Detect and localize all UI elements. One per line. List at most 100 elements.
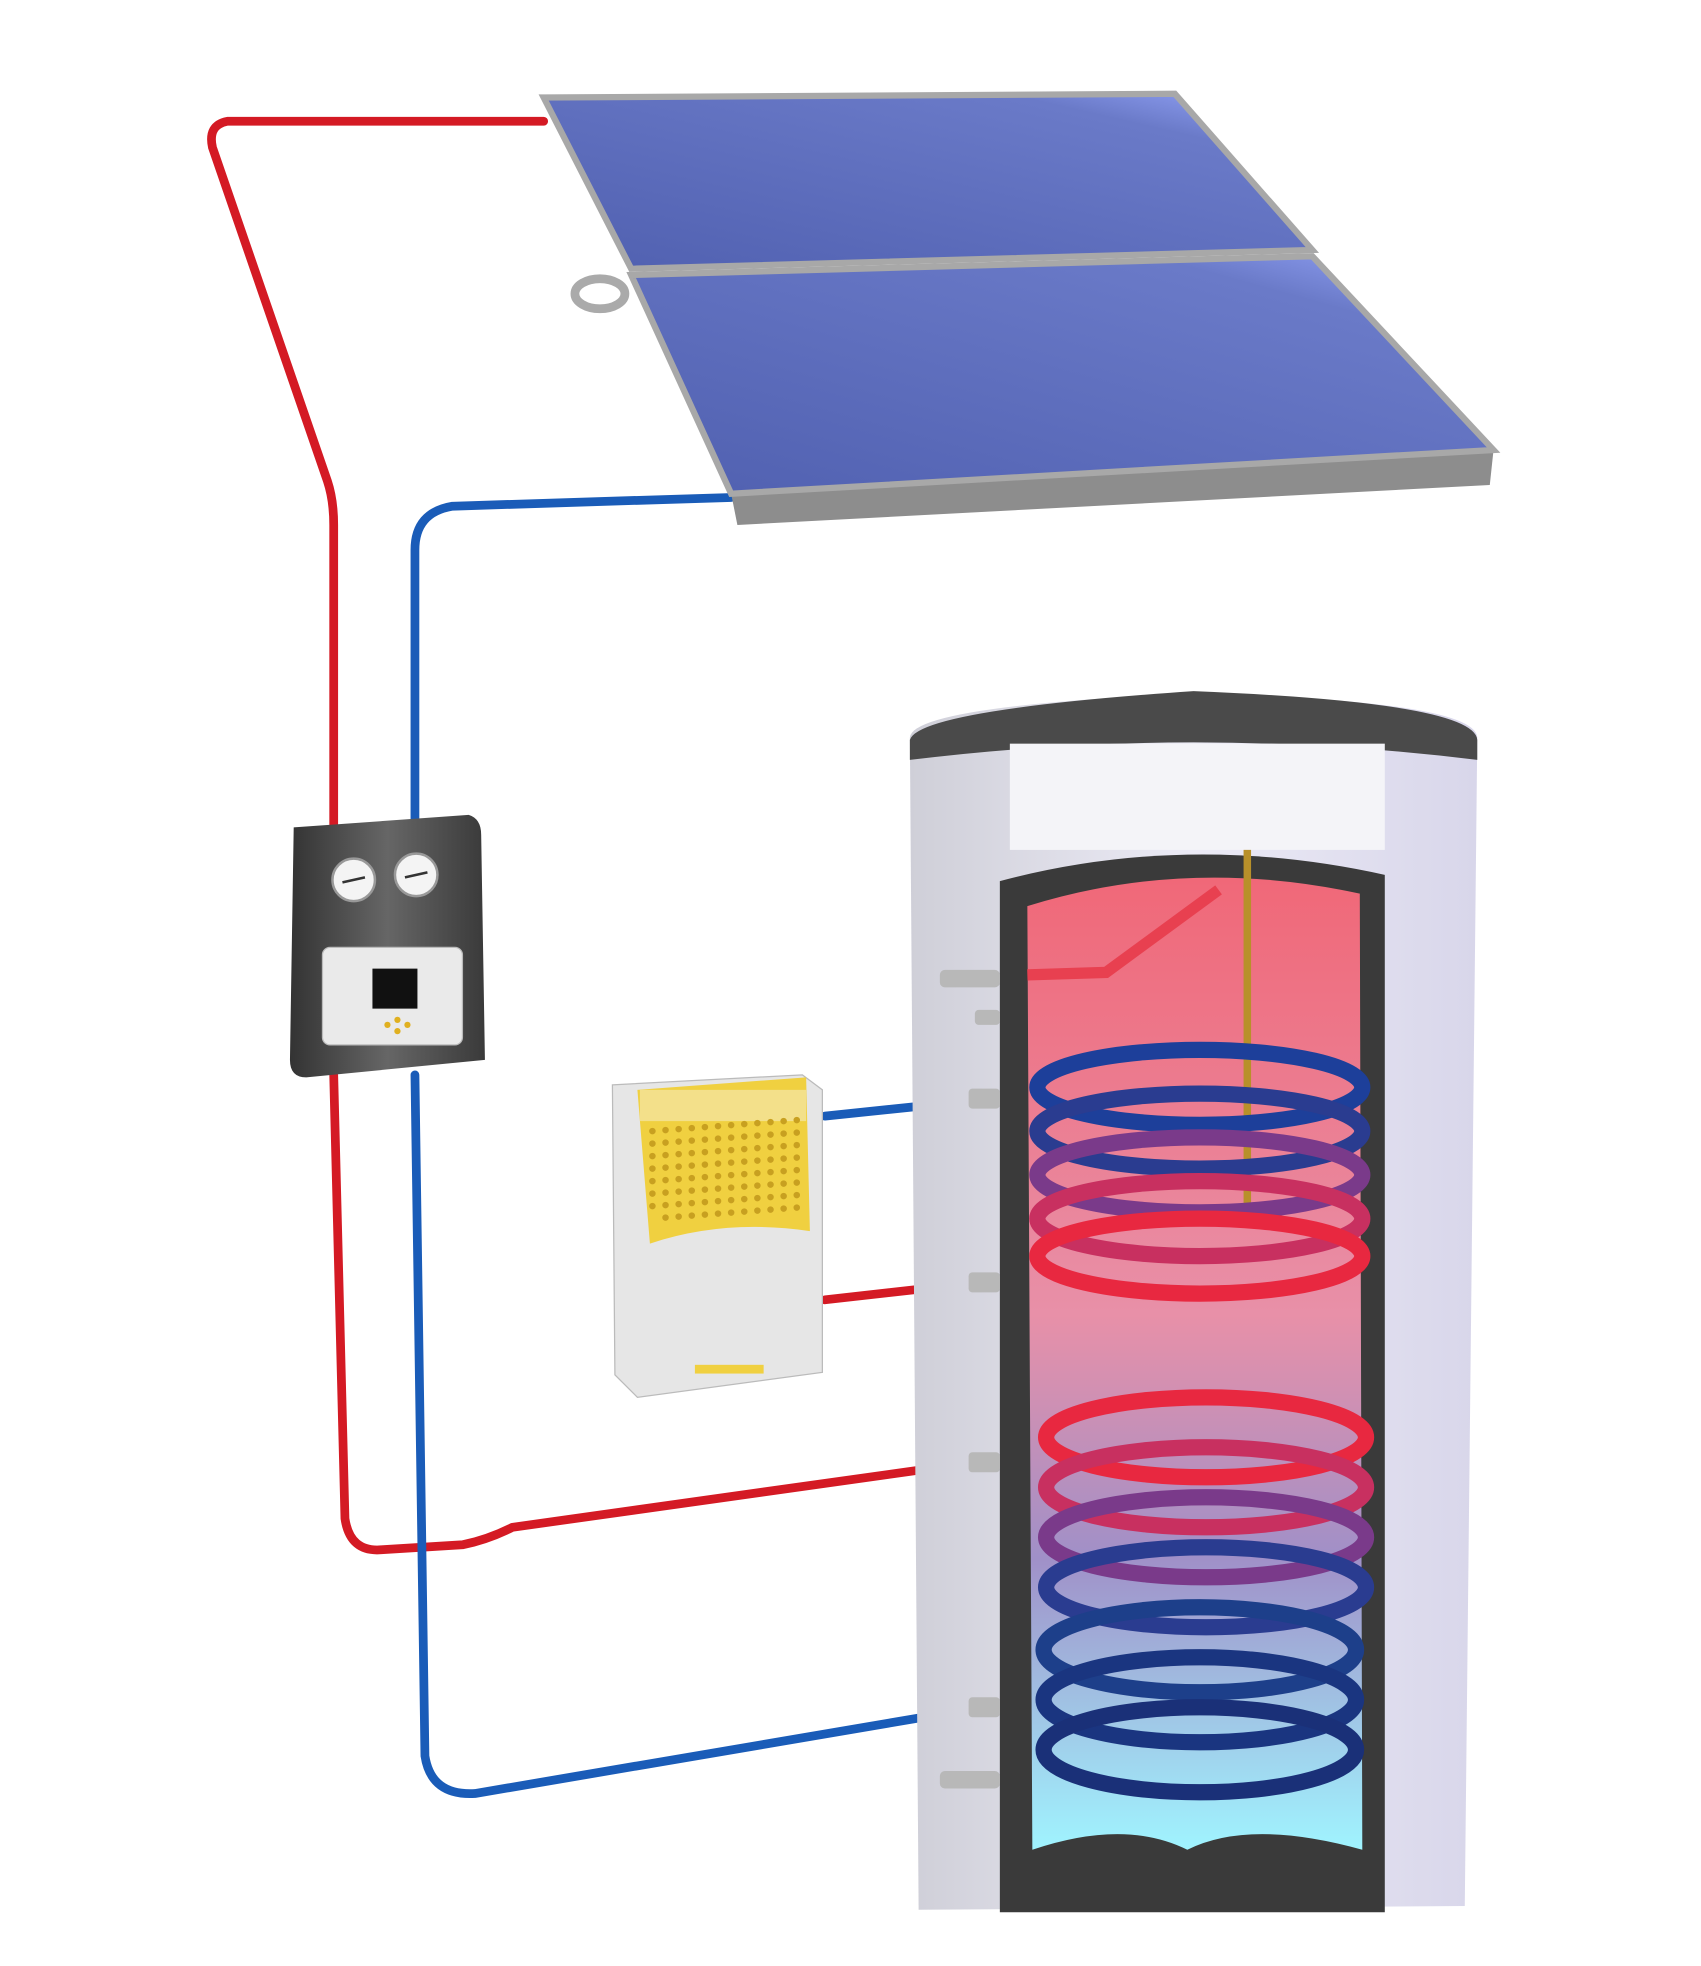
grille-hole bbox=[754, 1194, 761, 1202]
grille-hole bbox=[767, 1156, 774, 1163]
lower-solar-coil bbox=[1035, 1389, 1375, 1801]
grille-hole bbox=[793, 1129, 801, 1136]
grille-hole bbox=[675, 1200, 682, 1208]
grille-hole bbox=[662, 1126, 669, 1134]
grille-hole bbox=[714, 1210, 722, 1217]
grille-hole bbox=[714, 1185, 722, 1192]
grille-hole bbox=[727, 1121, 735, 1129]
grille-hole bbox=[741, 1170, 748, 1178]
grille-hole bbox=[714, 1160, 722, 1167]
panel-frame-edge bbox=[731, 449, 1494, 525]
grille-hole bbox=[727, 1184, 735, 1191]
grille-hole bbox=[754, 1119, 761, 1127]
grille-hole bbox=[727, 1146, 735, 1154]
grille-hole bbox=[767, 1181, 774, 1188]
grille-hole bbox=[780, 1117, 787, 1125]
grille-hole bbox=[727, 1209, 735, 1216]
grille-hole bbox=[741, 1195, 748, 1203]
grille-hole bbox=[675, 1150, 682, 1158]
grille-hole bbox=[688, 1174, 696, 1182]
grille-hole bbox=[780, 1142, 787, 1150]
grille-hole bbox=[675, 1163, 682, 1170]
grille-hole bbox=[714, 1122, 722, 1130]
solar-panel-top bbox=[538, 90, 1320, 272]
grille-hole bbox=[780, 1192, 787, 1200]
grille-hole bbox=[741, 1120, 748, 1128]
panel-connector bbox=[570, 274, 630, 314]
grille-hole bbox=[701, 1136, 709, 1143]
grille-hole bbox=[662, 1139, 669, 1146]
grille-hole bbox=[688, 1212, 696, 1219]
grille-hole bbox=[649, 1177, 656, 1185]
grille-hole bbox=[714, 1172, 722, 1180]
grille-hole bbox=[675, 1175, 682, 1183]
grille-hole bbox=[754, 1169, 761, 1177]
grille-hole bbox=[793, 1179, 801, 1186]
grille-hole bbox=[793, 1116, 801, 1124]
controller-display bbox=[372, 968, 418, 1009]
grille-hole bbox=[701, 1198, 709, 1206]
grille-hole bbox=[701, 1211, 709, 1218]
grille-hole bbox=[662, 1201, 669, 1209]
grille-hole bbox=[649, 1140, 656, 1147]
grille-hole bbox=[675, 1188, 682, 1195]
grille-hole bbox=[688, 1199, 696, 1207]
grille-hole bbox=[701, 1173, 709, 1181]
grille-hole bbox=[780, 1167, 787, 1175]
grille-hole bbox=[754, 1132, 761, 1139]
grille-hole bbox=[662, 1189, 669, 1196]
grille-hole bbox=[741, 1158, 748, 1165]
grille-hole bbox=[662, 1164, 669, 1171]
grille-hole bbox=[780, 1180, 787, 1187]
grille-hole bbox=[662, 1151, 669, 1159]
solar-panel-bottom bbox=[626, 253, 1501, 497]
grille-hole bbox=[767, 1118, 774, 1126]
grille-hole bbox=[701, 1148, 709, 1156]
upper-heat-coil bbox=[1029, 1041, 1371, 1302]
grille-hole bbox=[780, 1205, 787, 1212]
grille-hole bbox=[649, 1152, 656, 1160]
grille-hole bbox=[649, 1190, 656, 1197]
grille-hole bbox=[767, 1131, 774, 1138]
grille-hole bbox=[793, 1141, 801, 1149]
grille-hole bbox=[754, 1182, 761, 1189]
grille-hole bbox=[688, 1187, 696, 1194]
grille-hole bbox=[754, 1207, 761, 1214]
grille-hole bbox=[727, 1159, 735, 1166]
hot-water-outlet bbox=[1027, 885, 1222, 981]
grille-hole bbox=[767, 1143, 774, 1151]
grille-hole bbox=[754, 1157, 761, 1164]
grille-hole bbox=[701, 1123, 709, 1131]
boiler-grille bbox=[649, 1116, 801, 1221]
grille-hole bbox=[662, 1176, 669, 1184]
grille-hole bbox=[793, 1191, 801, 1199]
grille-hole bbox=[754, 1144, 761, 1152]
solar-collector bbox=[538, 90, 1501, 525]
wall-boiler bbox=[611, 1074, 824, 1398]
grille-hole bbox=[741, 1133, 748, 1140]
grille-hole bbox=[741, 1208, 748, 1215]
grille-hole bbox=[741, 1183, 748, 1190]
grille-hole bbox=[675, 1138, 682, 1145]
tank-fittings bbox=[939, 969, 1000, 1789]
grille-hole bbox=[675, 1213, 682, 1220]
grille-hole bbox=[649, 1202, 656, 1210]
pump-station-controller bbox=[289, 814, 485, 1078]
grille-hole bbox=[793, 1204, 801, 1211]
storage-tank bbox=[909, 691, 1478, 1913]
grille-hole bbox=[780, 1130, 787, 1137]
grille-hole bbox=[767, 1193, 774, 1201]
grille-hole bbox=[688, 1124, 696, 1132]
grille-hole bbox=[688, 1137, 696, 1144]
grille-hole bbox=[780, 1155, 787, 1162]
grille-hole bbox=[649, 1127, 656, 1135]
grille-hole bbox=[701, 1161, 709, 1168]
grille-hole bbox=[714, 1135, 722, 1142]
grille-hole bbox=[714, 1197, 722, 1205]
grille-hole bbox=[767, 1168, 774, 1176]
grille-hole bbox=[688, 1162, 696, 1169]
grille-hole bbox=[793, 1154, 801, 1161]
grille-hole bbox=[727, 1171, 735, 1179]
grille-hole bbox=[688, 1149, 696, 1157]
